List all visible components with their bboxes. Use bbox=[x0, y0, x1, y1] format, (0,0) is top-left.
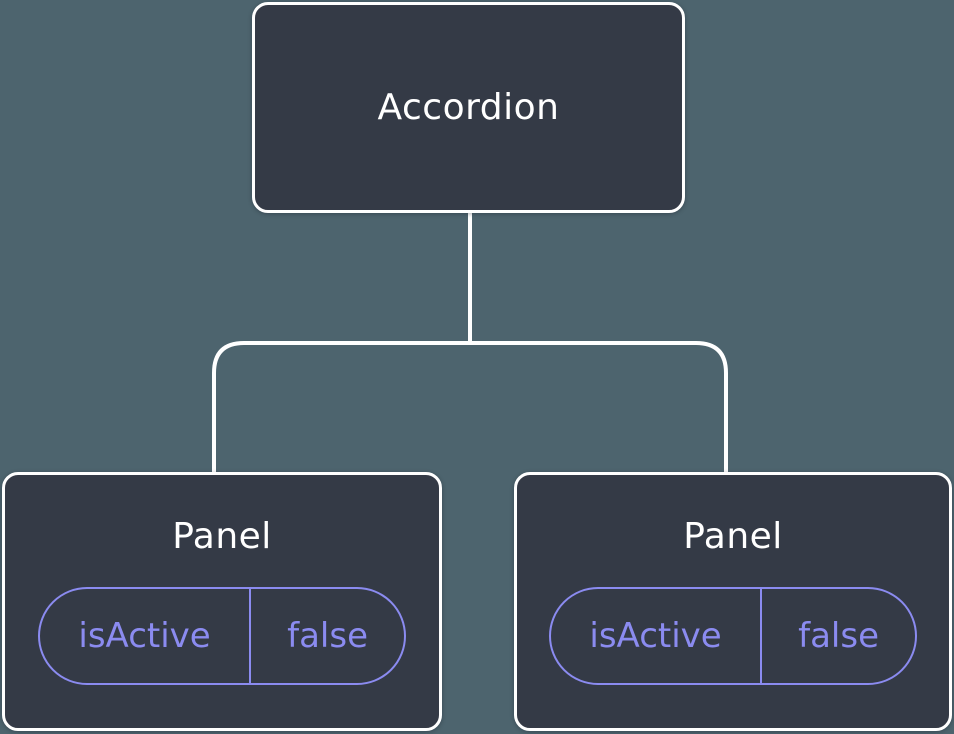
state-key: isActive bbox=[40, 589, 252, 683]
connector-branch-bracket bbox=[212, 341, 728, 478]
node-panel-right: Panel isActive false bbox=[514, 472, 952, 731]
panel-right-state-pill: isActive false bbox=[549, 587, 917, 685]
node-panel-left: Panel isActive false bbox=[2, 472, 442, 731]
node-accordion: Accordion bbox=[252, 2, 685, 213]
panel-right-label: Panel bbox=[683, 516, 783, 557]
state-value: false bbox=[287, 616, 368, 656]
panel-left-label: Panel bbox=[172, 516, 272, 557]
panel-left-state-pill: isActive false bbox=[38, 587, 406, 685]
state-key: isActive bbox=[551, 589, 763, 683]
state-value: false bbox=[798, 616, 879, 656]
accordion-node-label: Accordion bbox=[377, 87, 560, 128]
